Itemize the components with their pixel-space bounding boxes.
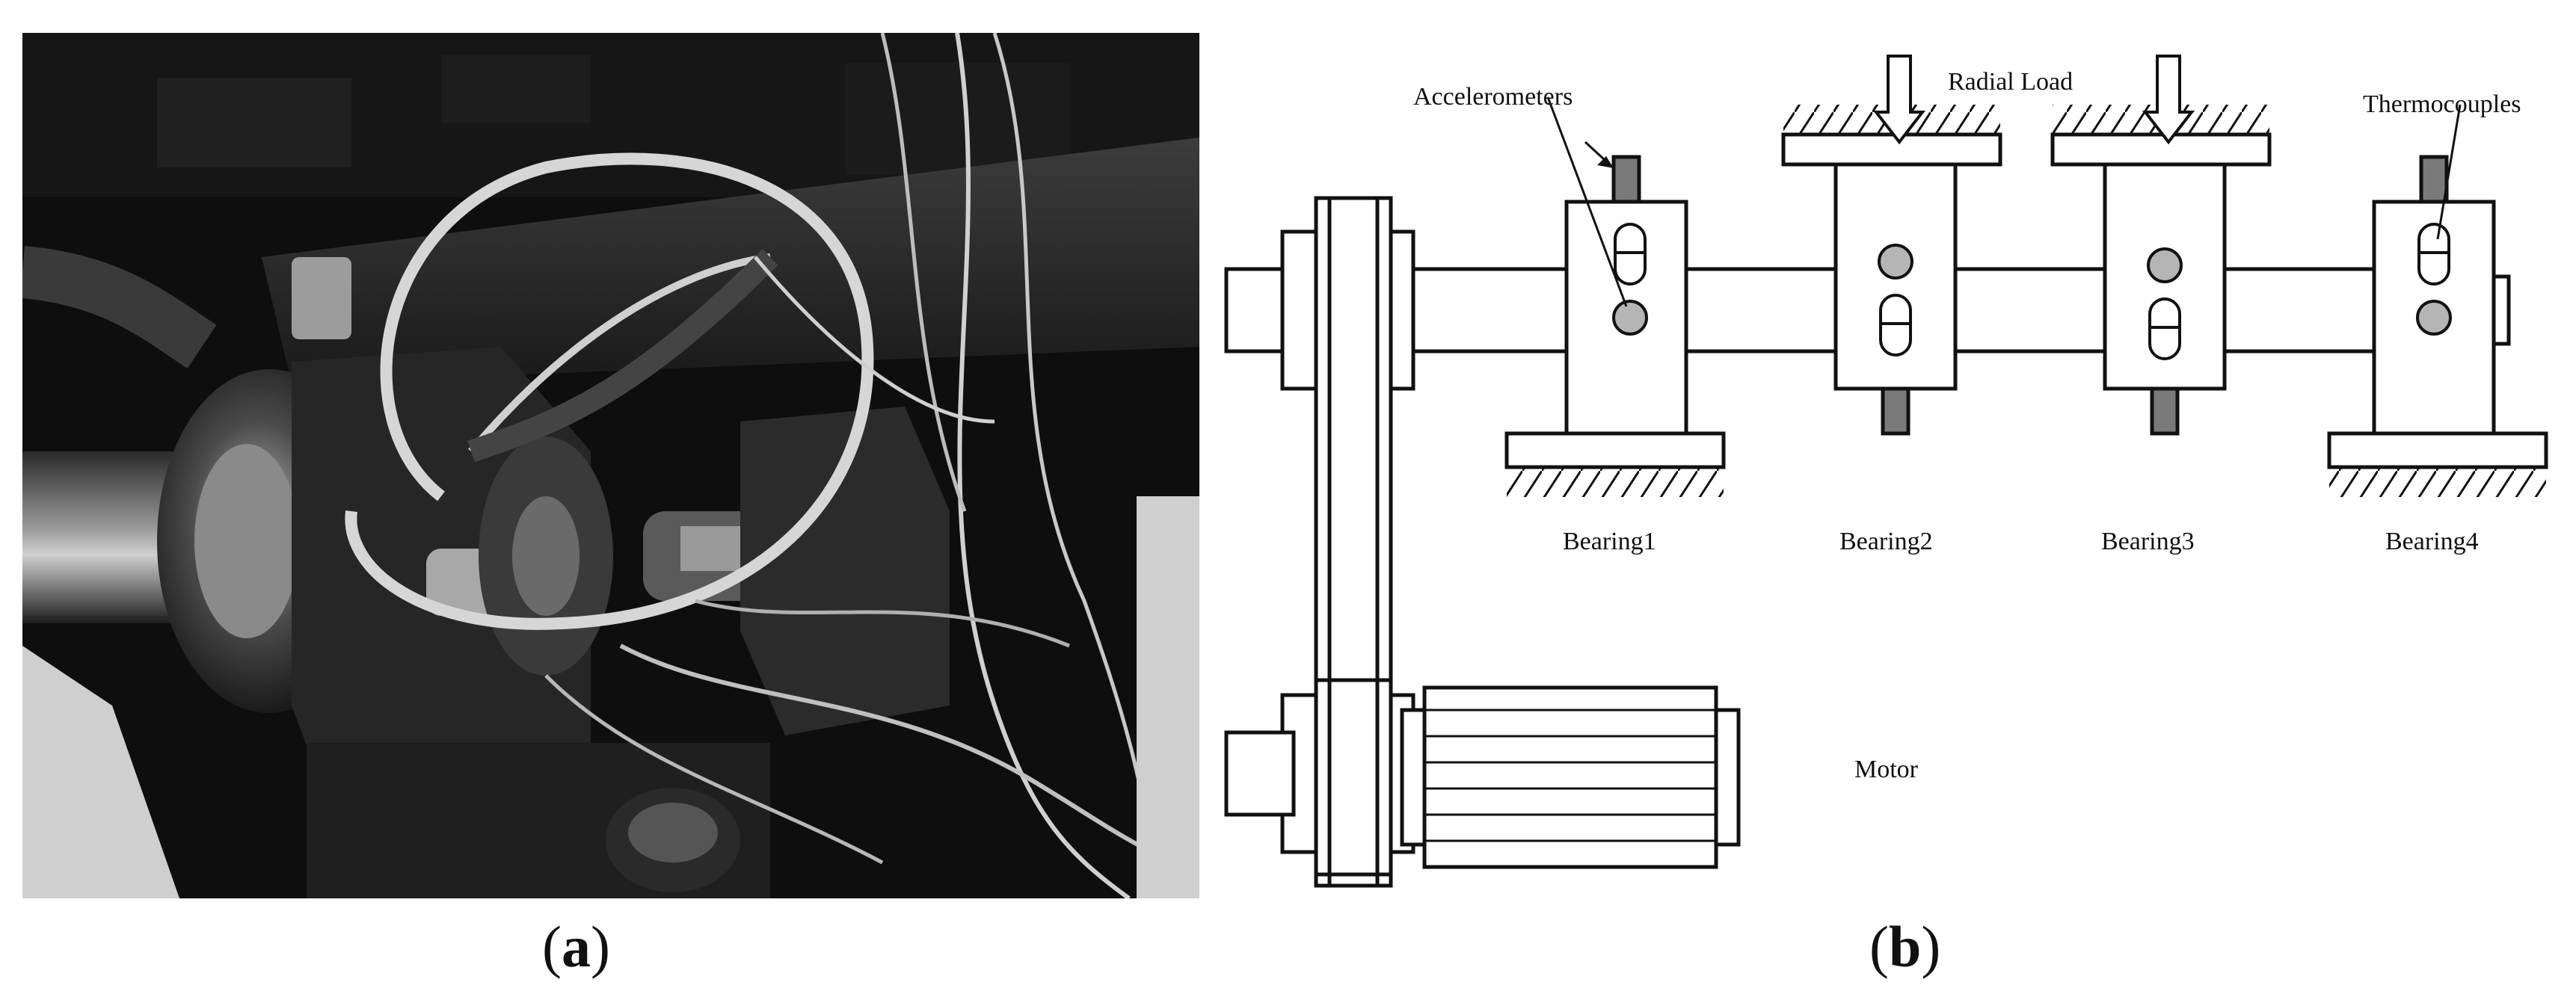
caption-b: (b)	[1869, 914, 1941, 979]
bearing-1	[1504, 155, 1726, 497]
bearing-3-bottom-stud	[2150, 386, 2180, 436]
radial-load-arrow-3	[2142, 55, 2195, 145]
bearing-1-top-stud	[1611, 155, 1641, 204]
label-radial-load: Radial Load	[1948, 68, 2073, 96]
motor	[1400, 685, 1741, 869]
label-bearing-3: Bearing3	[2101, 528, 2195, 555]
bearing-2-bottom-stud	[1881, 386, 1911, 436]
radial-load-arrow-2	[1872, 55, 1926, 145]
bearing-test-rig-schematic: Accelerometers Radial Load Thermocouples…	[1211, 22, 2565, 919]
motor-shaft-stub	[1224, 730, 1296, 817]
label-bearing-1: Bearing1	[1563, 528, 1656, 555]
label-accelerometers: Accelerometers	[1413, 83, 1573, 111]
schematic-graphic: Accelerometers Radial Load Thermocouples…	[1224, 55, 2548, 888]
bearing-4-accelerometer	[2416, 300, 2452, 336]
accelerometers-leader-1	[1546, 96, 1628, 307]
bearing-1-accelerometer	[1612, 300, 1648, 336]
bearing-4	[2327, 155, 2548, 497]
bearing-3	[2050, 105, 2272, 436]
label-motor: Motor	[1854, 756, 1919, 783]
label-thermocouples: Thermocouples	[2363, 90, 2521, 118]
caption-b-letter: b	[1888, 914, 1922, 979]
caption-a-letter: a	[561, 914, 591, 979]
thermocouples-leader	[2436, 104, 2462, 240]
caption-a: (a)	[542, 914, 610, 979]
label-bearing-2: Bearing2	[1839, 528, 1933, 555]
label-bearing-4: Bearing4	[2385, 528, 2479, 555]
bearing-2	[1781, 105, 2002, 436]
bearing-4-top-stud	[2419, 155, 2449, 204]
test-rig-photo	[22, 33, 1199, 898]
test-rig-photo-graphic	[22, 33, 1199, 898]
